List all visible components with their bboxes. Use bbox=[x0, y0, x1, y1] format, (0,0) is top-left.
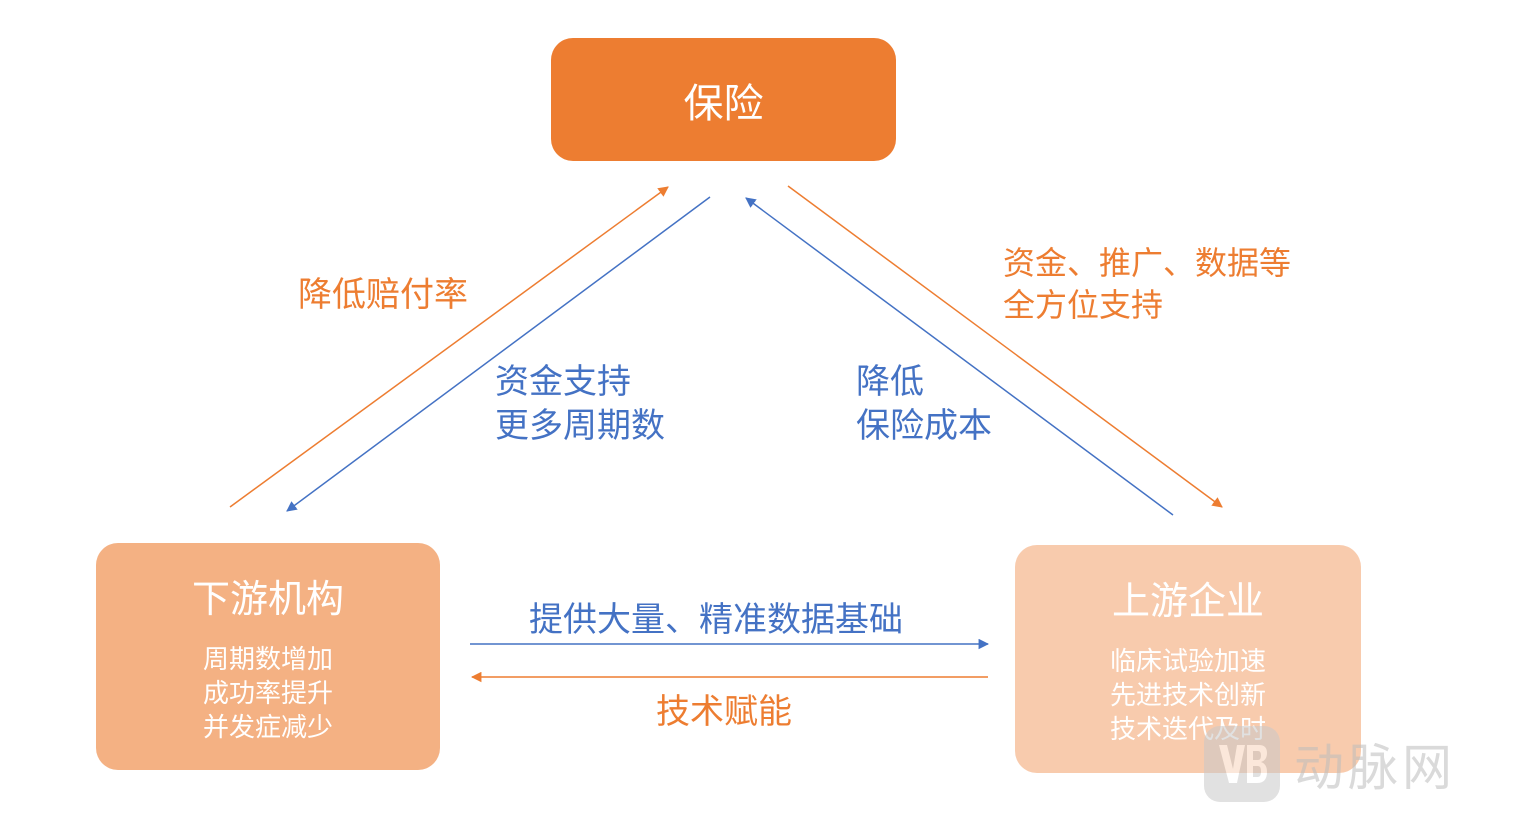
edge-label-data-basis: 提供大量、精准数据基础 bbox=[529, 600, 903, 640]
upstream-title: 上游企业 bbox=[1111, 579, 1264, 623]
watermark-logo-icon bbox=[1204, 726, 1280, 802]
edge-label-lower-claims: 降低赔付率 bbox=[298, 275, 468, 315]
arrow-upstream-to-insurance bbox=[745, 197, 1174, 516]
arrow-insurance-to-upstream bbox=[787, 185, 1223, 508]
edge-label-line: 保险成本 bbox=[856, 406, 992, 446]
upstream-benefits: 临床试验加速 先进技术创新 技术迭代及时 bbox=[1015, 645, 1361, 747]
edge-label-tech-empower: 技术赋能 bbox=[656, 692, 792, 732]
downstream-title: 下游机构 bbox=[191, 577, 344, 621]
edge-label-line: 资金、推广、数据等 bbox=[1003, 244, 1292, 282]
watermark: 动脉网 bbox=[1204, 724, 1456, 804]
watermark-text: 动脉网 bbox=[1294, 739, 1456, 797]
edge-label-fund-support: 资金支持 更多周期数 bbox=[495, 360, 665, 448]
arrow-insurance-to-downstream bbox=[286, 196, 711, 512]
insurance-title: 保险 bbox=[683, 80, 764, 127]
edge-label-lower-cost: 降低 保险成本 bbox=[856, 360, 992, 448]
upstream-benefit: 临床试验加速 bbox=[1109, 647, 1266, 677]
edge-label-line: 更多周期数 bbox=[495, 406, 665, 446]
upstream-benefit: 先进技术创新 bbox=[1109, 681, 1266, 711]
downstream-node: 下游机构 周期数增加 成功率提升 并发症减少 bbox=[96, 543, 440, 770]
edge-label-line: 降低 bbox=[856, 362, 924, 402]
downstream-benefit: 周期数增加 bbox=[202, 645, 333, 675]
downstream-benefits: 周期数增加 成功率提升 并发症减少 bbox=[96, 643, 440, 745]
edge-label-line: 资金支持 bbox=[495, 362, 631, 402]
insurance-node: 保险 bbox=[551, 38, 896, 161]
upstream-node: 上游企业 临床试验加速 先进技术创新 技术迭代及时 bbox=[1015, 545, 1361, 773]
edge-label-line: 全方位支持 bbox=[1003, 286, 1164, 324]
downstream-benefit: 并发症减少 bbox=[202, 713, 333, 743]
downstream-benefit: 成功率提升 bbox=[202, 679, 333, 709]
edge-label-full-support: 资金、推广、数据等 全方位支持 bbox=[1003, 242, 1291, 326]
arrow-downstream-to-insurance bbox=[229, 186, 669, 508]
